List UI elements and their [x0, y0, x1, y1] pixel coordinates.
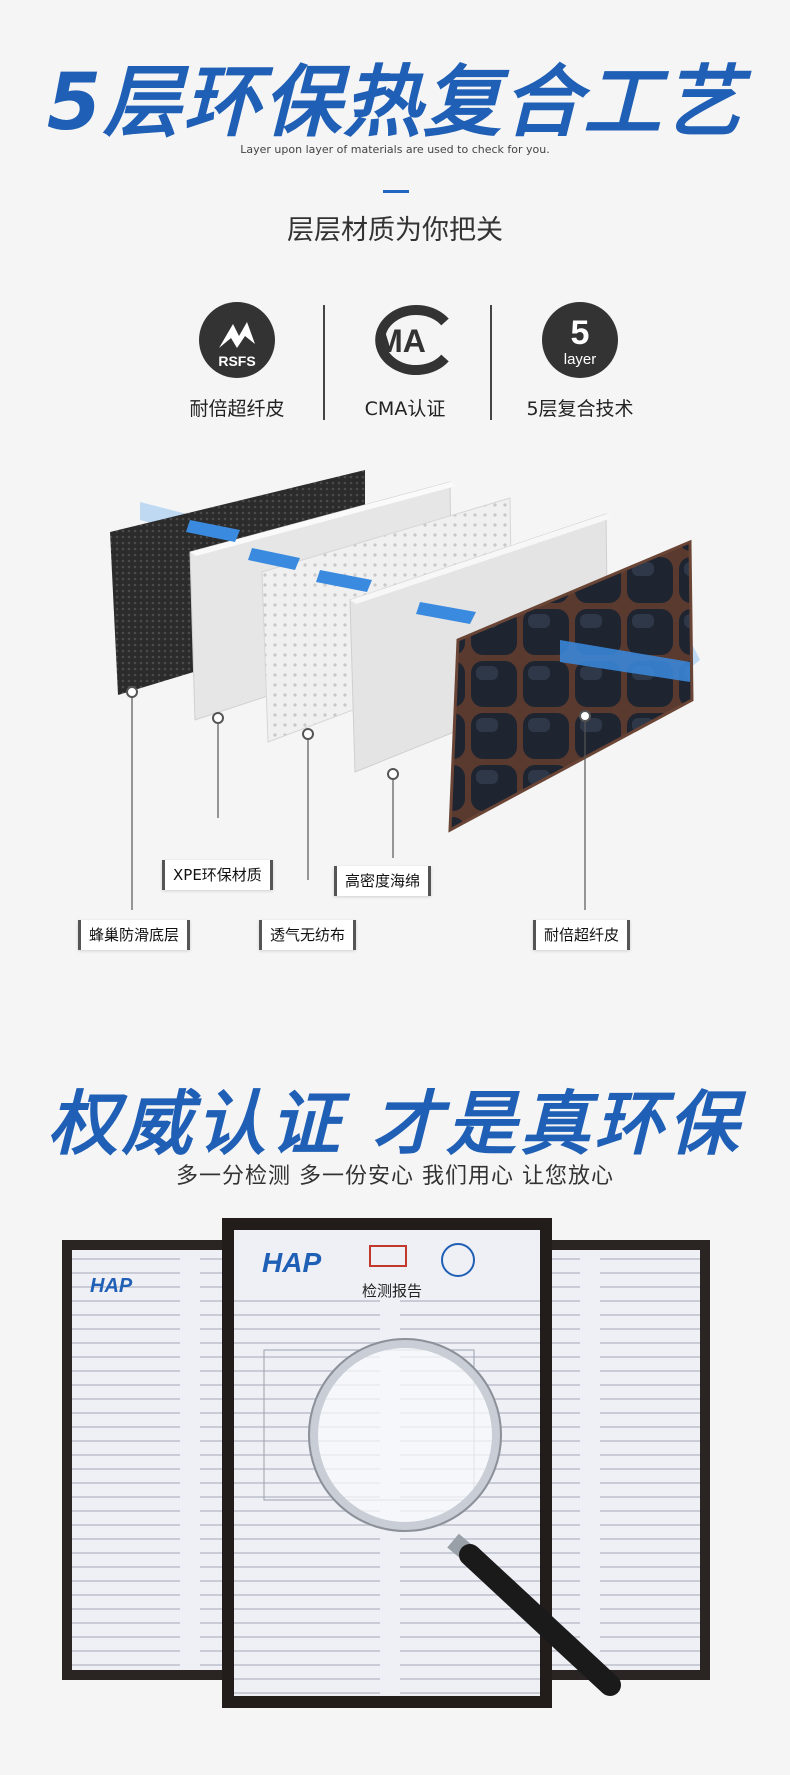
badge-cma: MA CMA认证 — [330, 300, 480, 421]
badge-five-layer-label: 5层复合技术 — [526, 398, 634, 420]
magnifier-glass — [308, 1338, 502, 1532]
hap-logo: HAP — [262, 1247, 321, 1278]
leather-layer — [448, 539, 694, 833]
badge-five-layer: 5 layer 5层复合技术 — [505, 300, 655, 421]
rsfs-icon-text: RSFS — [218, 353, 255, 369]
label-honeycomb: 蜂巢防滑底层 — [78, 920, 191, 950]
divider — [323, 305, 325, 420]
certificates-illustration: HAP HAP 检测报告 — [62, 1218, 710, 1708]
divider — [490, 305, 492, 420]
cma-icon-text: MA — [376, 323, 426, 359]
hap-logo: HAP — [90, 1275, 133, 1297]
badge-cma-label: CMA认证 — [364, 398, 446, 420]
five-layer-icon: 5 layer — [542, 302, 618, 378]
rsfs-icon: RSFS — [199, 302, 275, 378]
five-layer-icon-number: 5 — [571, 314, 590, 352]
label-foam: 高密度海绵 — [334, 866, 432, 896]
five-layer-icon-sub: layer — [564, 351, 597, 368]
label-leather: 耐倍超纤皮 — [533, 920, 631, 950]
doc-title: 检测报告 — [362, 1282, 422, 1300]
badge-rsfs-label: 耐倍超纤皮 — [189, 398, 285, 420]
certification-title: 权威认证 才是真环保 — [47, 1083, 743, 1165]
english-subtitle: Layer upon layer of materials are used t… — [240, 143, 550, 156]
page-title: 5层环保热复合工艺 — [46, 58, 744, 148]
certification-subtitle: 多一分检测 多一份安心 我们用心 让您放心 — [176, 1164, 614, 1189]
badge-rsfs: RSFS 耐倍超纤皮 — [162, 300, 312, 421]
label-nonwoven: 透气无纺布 — [259, 920, 357, 950]
layers-illustration — [110, 470, 700, 910]
accent-bar — [383, 190, 409, 193]
chinese-subtitle: 层层材质为你把关 — [287, 215, 503, 246]
label-xpe: XPE环保材质 — [162, 860, 273, 890]
magnifier-handle — [459, 1544, 621, 1696]
cma-icon: MA — [375, 305, 449, 375]
